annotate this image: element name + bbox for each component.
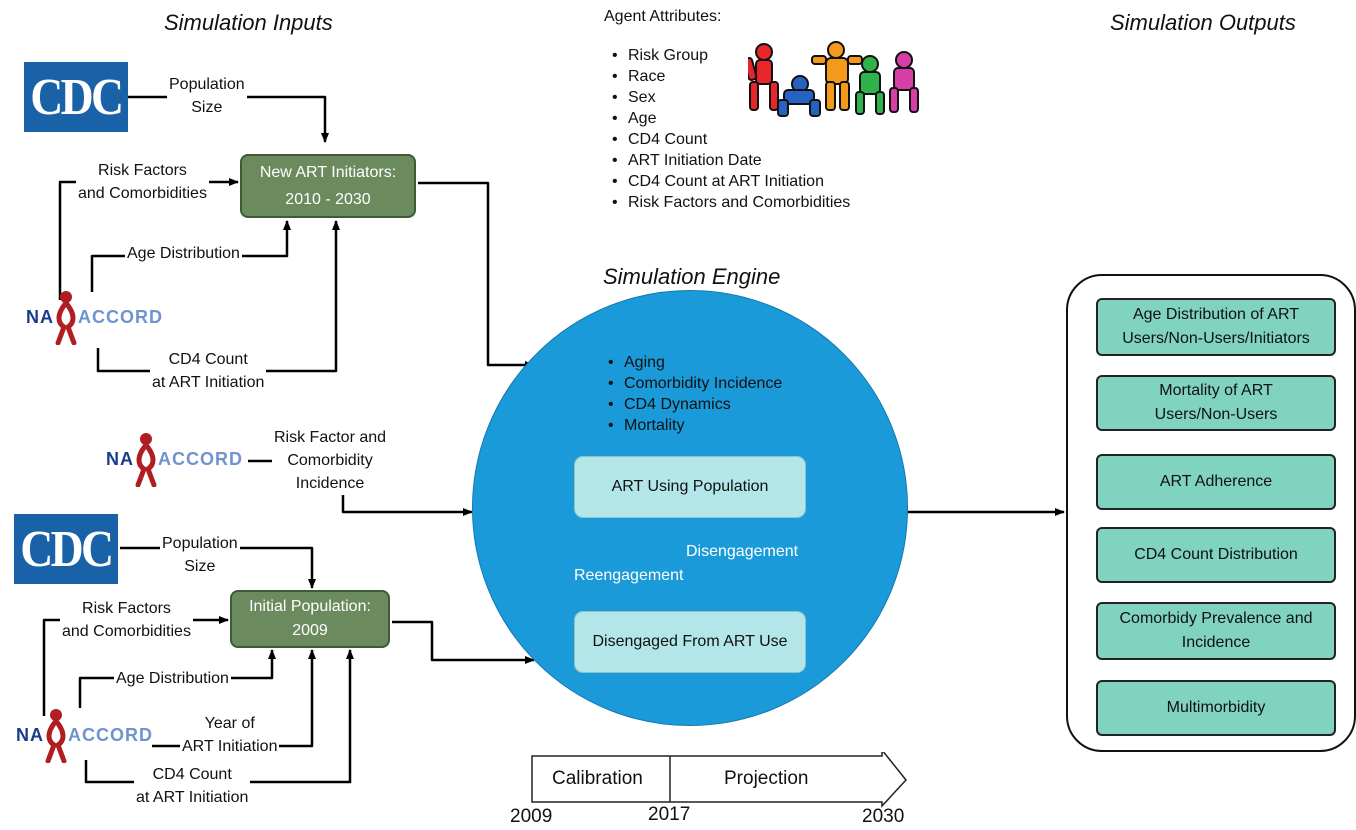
attribute-item: CD4 Count at ART Initiation [608, 171, 850, 192]
age-distribution-label-top: Age Distribution [125, 242, 242, 265]
process-item: Comorbidity Incidence [604, 373, 782, 394]
attribute-item: Risk Factors and Comorbidities [608, 192, 850, 213]
cdc-logo-text: CDC [30, 68, 124, 126]
naaccord-logo-top: NA ACCORD [26, 291, 163, 345]
simulation-inputs-heading: Simulation Inputs [164, 10, 333, 35]
year-2017: 2017 [648, 804, 691, 825]
simulation-engine-heading: Simulation Engine [603, 264, 781, 289]
agent-attributes-title: Agent Attributes: [604, 8, 722, 25]
red-ribbon-icon [45, 709, 67, 763]
engine-process-list: Aging Comorbidity Incidence CD4 Dynamics… [604, 352, 782, 436]
disengagement-label: Disengagement [686, 543, 799, 560]
agent-attributes-list: Risk Group Race Sex Age CD4 Count ART In… [608, 45, 850, 213]
simulation-outputs-heading: Simulation Outputs [1110, 10, 1296, 35]
naaccord-logo-bottom: NA ACCORD [16, 709, 153, 763]
red-ribbon-icon [55, 291, 77, 345]
cdc-logo-text: CDC [20, 520, 114, 578]
projection-label: Projection [724, 768, 809, 789]
reengagement-label: Reengagement [574, 567, 684, 584]
disengaged-from-art-box: Disengaged From ART Use [574, 611, 806, 673]
process-item: Aging [604, 352, 782, 373]
attribute-item: Risk Group [608, 45, 850, 66]
naaccord-logo-middle: NA ACCORD [106, 433, 243, 487]
process-item: CD4 Dynamics [604, 394, 782, 415]
year-2030: 2030 [862, 806, 905, 827]
output-cd4-count-distribution: CD4 Count Distribution [1096, 527, 1336, 583]
age-distribution-label-bottom: Age Distribution [114, 667, 231, 690]
process-item: Mortality [604, 415, 782, 436]
attribute-item: CD4 Count [608, 129, 850, 150]
year-2009: 2009 [510, 806, 553, 827]
initial-population-box: Initial Population:2009 [230, 590, 390, 648]
art-using-population-box: ART Using Population [574, 456, 806, 518]
output-art-adherence: ART Adherence [1096, 454, 1336, 510]
attribute-item: Race [608, 66, 850, 87]
output-multimorbidity: Multimorbidity [1096, 680, 1336, 736]
timeline-arrow [531, 752, 907, 808]
calibration-label: Calibration [552, 768, 643, 789]
cdc-logo-top: CDC [24, 62, 128, 132]
attribute-item: ART Initiation Date [608, 150, 850, 171]
red-ribbon-icon [135, 433, 157, 487]
new-art-initiators-box: New ART Initiators:2010 - 2030 [240, 154, 416, 218]
attribute-item: Age [608, 108, 850, 129]
cdc-logo-bottom: CDC [14, 514, 118, 584]
dancing-figures-image [748, 41, 919, 117]
attribute-item: Sex [608, 87, 850, 108]
